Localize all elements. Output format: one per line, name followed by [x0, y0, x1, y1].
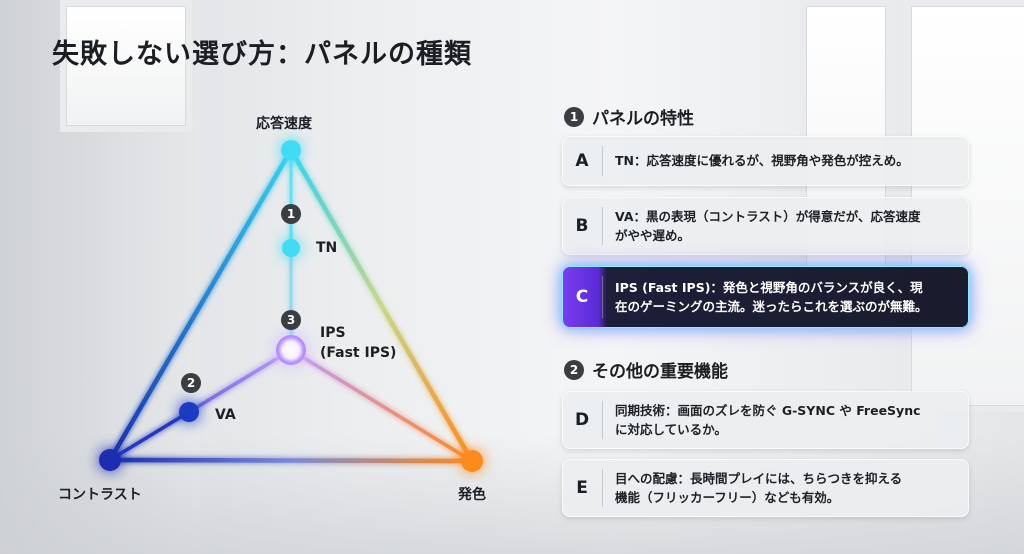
point-ips-dot [276, 335, 306, 365]
card-divider [602, 469, 603, 507]
line-ips-va [188, 348, 292, 414]
section-number-badge: 1 [564, 106, 584, 127]
card-divider [602, 276, 603, 318]
card-text-line2: 機能（フリッカーフリー）なども有効。 [615, 490, 840, 505]
section-title-panel-characteristics: 1 パネルの特性 [564, 104, 694, 129]
card-divider [602, 401, 603, 439]
card-ips-highlighted: C IPS (Fast IPS)：発色と視野角のバランスが良く、現 在のゲーミン… [562, 266, 969, 328]
card-text: VA：黒の表現（コントラスト）が得意だが、応答速度 がやや遅め。 [603, 207, 969, 246]
card-text-line1: 目への配慮：長時間プレイには、ちらつきを抑える [615, 470, 903, 486]
card-text-line2: に対応しているか。 [615, 422, 727, 437]
card-letter: C [575, 287, 589, 307]
vertex-color-dot [461, 450, 483, 472]
section-title-text: その他の重要機能 [592, 362, 728, 382]
card-text-line1: TN：応答速度に優れるが、視野角や発色が控えめ。 [615, 153, 909, 169]
vertex-contrast-dot [99, 449, 121, 471]
section-title-text: パネルの特性 [592, 109, 694, 129]
card-text-line2: 在のゲーミングの主流。迷ったらこれを選ぶのが無難。 [615, 299, 928, 314]
point-label-ips-line1: IPS [320, 325, 346, 341]
card-divider [602, 207, 603, 245]
point-tn-dot [282, 239, 300, 257]
card-text: 目への配慮：長時間プレイには、ちらつきを抑える 機能（フリッカーフリー）なども有… [603, 469, 969, 508]
card-letter: B [575, 216, 589, 236]
vertex-label-contrast: コントラスト [58, 487, 142, 503]
card-text-line1: VA：黒の表現（コントラスト）が得意だが、応答速度 [615, 208, 921, 224]
card-text: 同期技術：画面のズレを防ぐ G-SYNC や FreeSync に対応しているか… [603, 401, 969, 440]
card-divider [602, 146, 603, 176]
edge-speed-contrast [108, 148, 293, 462]
card-letter: A [575, 151, 589, 171]
point-label-ips-line2: (Fast IPS) [320, 344, 397, 361]
card-letter: D [574, 410, 590, 430]
card-eye-care: E 目への配慮：長時間プレイには、ちらつきを抑える 機能（フリッカーフリー）など… [562, 459, 969, 517]
line-ips-color [290, 348, 473, 463]
section-title-other-features: 2 その他の重要機能 [564, 357, 728, 382]
vertex-label-speed: 応答速度 [256, 116, 312, 132]
point-label-va: VA [215, 407, 236, 423]
edge-speed-color [289, 148, 474, 463]
card-text-line2: がやや遅め。 [615, 228, 691, 243]
vertex-label-color: 発色 [458, 487, 486, 503]
card-sync-technology: D 同期技術：画面のズレを防ぐ G-SYNC や FreeSync に対応してい… [562, 391, 969, 449]
point-badge-ips: 3 [281, 310, 301, 330]
card-text: TN：応答速度に優れるが、視野角や発色が控えめ。 [603, 151, 969, 170]
page-title: 失敗しない選び方：パネルの種類 [52, 39, 472, 70]
line-va-contrast [109, 410, 190, 462]
point-label-ips: IPS (Fast IPS) [320, 324, 396, 363]
card-letter: E [576, 478, 588, 498]
section-number-badge: 2 [564, 359, 584, 380]
card-text-line1: 同期技術：画面のズレを防ぐ G-SYNC や FreeSync [615, 402, 921, 418]
card-va: B VA：黒の表現（コントラスト）が得意だが、応答速度 がやや遅め。 [562, 197, 969, 255]
point-badge-tn: 1 [281, 204, 301, 224]
card-text: IPS (Fast IPS)：発色と視野角のバランスが良く、現 在のゲーミングの… [603, 278, 969, 317]
card-tn: A TN：応答速度に優れるが、視野角や発色が控えめ。 [562, 136, 969, 186]
point-badge-va: 2 [181, 373, 201, 393]
card-text-line1: IPS (Fast IPS)：発色と視野角のバランスが良く、現 [615, 279, 923, 295]
point-label-tn: TN [316, 240, 338, 256]
point-va-dot [179, 402, 199, 422]
edge-contrast-color [109, 457, 473, 464]
background-window [60, 0, 192, 132]
vertex-speed-dot [281, 140, 301, 160]
